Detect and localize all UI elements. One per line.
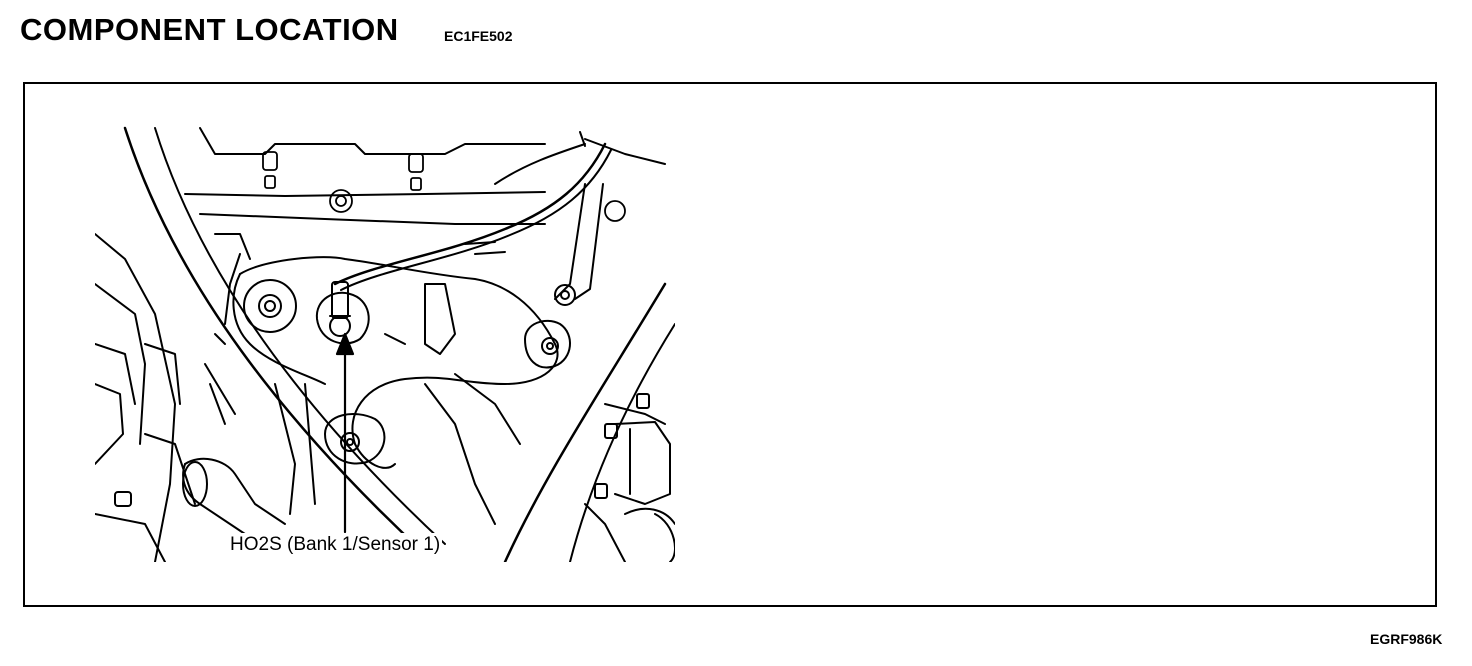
- ho2s-callout-label: HO2S (Bank 1/Sensor 1): [228, 533, 443, 557]
- arrow-up-icon: [335, 332, 355, 534]
- figure-code: EGRF986K: [1370, 631, 1443, 647]
- engine-drawing: [95, 126, 675, 562]
- page-title: COMPONENT LOCATION: [20, 12, 399, 47]
- figure-frame: HO2S (Bank 1/Sensor 1): [23, 82, 1437, 607]
- document-code: EC1FE502: [444, 28, 513, 44]
- engine-illustration: [95, 126, 675, 562]
